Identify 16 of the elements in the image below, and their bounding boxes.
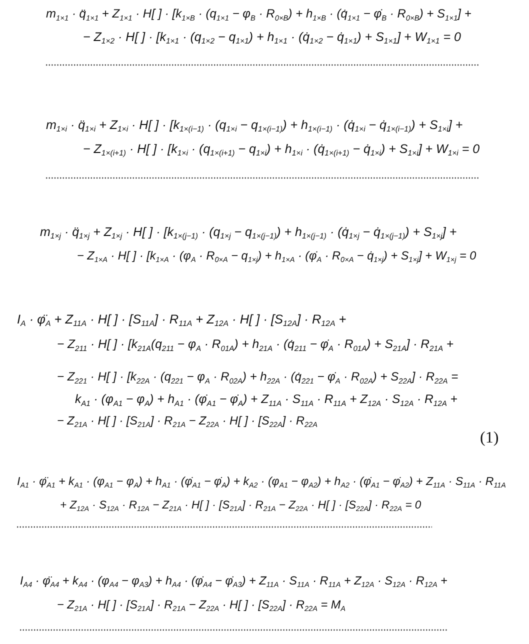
equation-line: m$_{1×j}$ · q̈$_{1×j}$ + Z$_{1×j}$ · H[ ] · [k$_{1×(j−1)}$ · (q$_{1×j}$ − q$_{1×(j−1)}$) + h$_{1×(j−1)}$ · (q̇$_{1×j}$ − q̇$_{1×(j−1)}$) + S$_{1×j}$] + <box>40 225 457 241</box>
equation-line: I$_{A}$ · φ̈$_{A}$ + Z$_{11A}$ · H[ ] · [S$_{11A}$] · R$_{11A}$ + Z$_{12A}$ · H[ ] · [S$_{12A}$] · R$_{12A}$ + <box>17 311 346 329</box>
equation-line: − Z$_{1×2}$ · H[ ] · [k$_{1×1}$ · (q$_{1×2}$ − q$_{1×1}$) + h$_{1×1}$ · (q̇$_{1×2}$ − q̇$_{1×1}$) + S$_{1×1}$] + W$_{1×1}$ = 0 <box>83 30 461 46</box>
equation-number: (1) <box>480 428 499 448</box>
equation-line: m$_{1×i}$ · q̈$_{1×i}$ + Z$_{1×i}$ · H[ ] · [k$_{1×(i−1)}$ · (q$_{1×i}$ − q$_{1×(i−1)}$) + h$_{1×(i−1)}$ · (q̇$_{1×i}$ − q̇$_{1×(i−1)}$) + S$_{1×i}$] + <box>46 118 463 134</box>
equation-line: k$_{A1}$ · (φ$_{A1}$ − φ$_{A}$) + h$_{A1}$ · (φ̇$_{A1}$ − φ̇$_{A}$) + Z$_{11A}$ · S$_{11A}$ · R$_{11A}$ + Z$_{12A}$ · S$_{12A}$ · R$_{12A}$ + <box>75 392 458 408</box>
equation-line: + Z$_{12A}$ · S$_{12A}$ · R$_{12A}$ − Z$_{21A}$ · H[ ] · [S$_{21A}$] · R$_{21A}$ − Z$_{22A}$ · H[ ] · [S$_{22A}$] · R$_{22A}$ = 0 <box>60 500 422 514</box>
equation-line: − Z$_{21A}$ · H[ ] · [S$_{21A}$] · R$_{21A}$ − Z$_{22A}$ · H[ ] · [S$_{22A}$] · R$_{22A}$ = M$_{A}$ <box>57 598 346 614</box>
equation-line: m$_{1×1}$ · q̈$_{1×1}$ + Z$_{1×1}$ · H[ ] · [k$_{1×B}$ · (q$_{1×1}$ − φ$_{B}$ · R$_{0×B}$) + h$_{1×B}$ · (q̇$_{1×1}$ − φ̇$_{B}$ · R$_{0×B}$) + S$_{1×1}$] + <box>46 6 472 24</box>
equation-line: I$_{A1}$ · φ̈$_{A1}$ + k$_{A1}$ · (φ$_{A1}$ − φ$_{A}$) + h$_{A1}$ · (φ̇$_{A1}$ − φ̇$_{A}$) + k$_{A2}$ · (φ$_{A1}$ − φ$_{A2}$) + h$_{A2}$ · (φ̇$_{A1}$ − φ̇$_{A2}$) + Z$_{11A}$ · S$_{11A}$ · R$_{11A}$ <box>17 476 506 490</box>
equation-line: − Z$_{21A}$ · H[ ] · [S$_{21A}$] · R$_{21A}$ − Z$_{22A}$ · H[ ] · [S$_{22A}$] · R$_{22A}$ <box>57 414 318 430</box>
equation-line: − Z$_{1×A}$ · H[ ] · [k$_{1×A}$ · (φ$_{A}$ · R$_{0×A}$ − q$_{1×j}$) + h$_{1×A}$ · (φ̇$_{A}$ · R$_{0×A}$ − q̇$_{1×j}$) + S$_{1×j}$] + W$_{1×j}$ = 0 <box>77 249 476 265</box>
equation-line: − Z$_{1×(i+1)}$ · H[ ] · [k$_{1×i}$ · (q$_{1×(i+1)}$ − q$_{1×i}$) + h$_{1×i}$ · (q̇$_{1×(i+1)}$ − q̇$_{1×i}$) + S$_{1×i}$] + W$_{1×i}$ = 0 <box>83 142 480 158</box>
equation-line: − Z$_{221}$ · H[ ] · [k$_{22A}$ · (q$_{221}$ − φ$_{A}$ · R$_{02A}$) + h$_{22A}$ · (q̇$_{221}$ − φ̇$_{A}$ · R$_{02A}$) + S$_{22A}$] · R$_{22A}$ = <box>57 370 458 386</box>
equation-line: − Z$_{211}$ · H[ ] · [k$_{21A}$(q$_{211}$ − φ$_{A}$ · R$_{01A}$) + h$_{21A}$ · (q̇$_{211}$ − φ̇$_{A}$ · R$_{01A}$) + S$_{21A}$] · R$_{21A}$ + <box>57 337 454 353</box>
equation-line: I$_{A4}$ · φ̈$_{A4}$ + k$_{A4}$ · (φ$_{A4}$ − φ$_{A3}$) + h$_{A4}$ · (φ̇$_{A4}$ − φ̇$_{A3}$) + Z$_{11A}$ · S$_{11A}$ · R$_{11A}$ + Z$_{12A}$ · S$_{12A}$ · R$_{12A}$ + <box>20 574 448 590</box>
